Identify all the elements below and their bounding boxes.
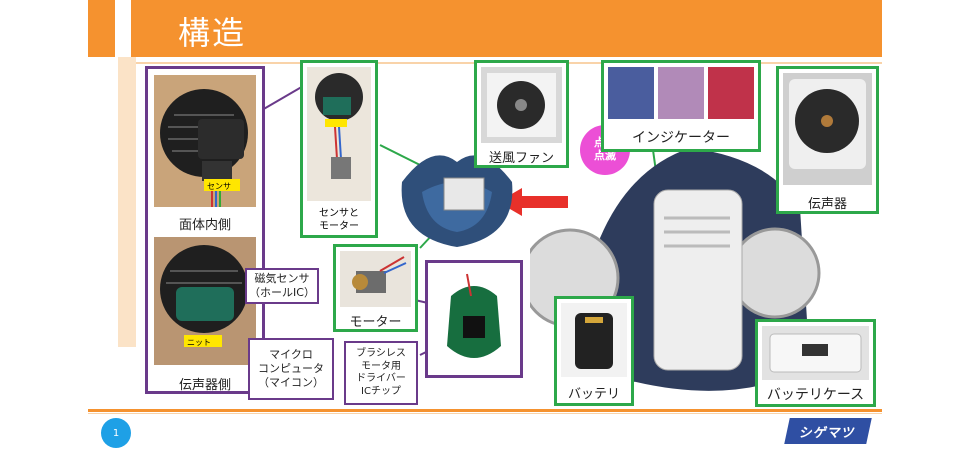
blower-fan-label: 送風ファン bbox=[488, 151, 554, 166]
sensor-tag: センサ bbox=[207, 182, 231, 191]
face-mask-image bbox=[401, 155, 513, 247]
face-inside-label: 面体内側 bbox=[178, 218, 231, 233]
footer-line-thin bbox=[88, 413, 882, 414]
company-logo: シゲマツ bbox=[784, 418, 872, 444]
header-band bbox=[88, 0, 882, 57]
indicator-photo-1 bbox=[608, 67, 654, 119]
speaker-label: 伝声器 bbox=[807, 197, 847, 212]
battery-label: バッテリ bbox=[567, 387, 620, 402]
microcomputer-callout: マイクロ コンピュータ （マイコン） bbox=[248, 338, 334, 400]
fan-grill-icon: センサ bbox=[160, 89, 248, 207]
motor-photo bbox=[340, 251, 411, 307]
driver-ic-photo bbox=[431, 266, 517, 372]
battery-case-group: バッテリケース bbox=[755, 319, 876, 407]
blower-fan-photo bbox=[481, 67, 562, 143]
slide-title: 構造 bbox=[178, 14, 247, 52]
speaker-side-label: 伝声器側 bbox=[178, 378, 231, 393]
sensor-motor-photo bbox=[307, 67, 371, 201]
page-number-badge: 1 bbox=[101, 418, 131, 448]
circuit-board bbox=[176, 287, 234, 321]
ic-chip-icon bbox=[463, 316, 485, 338]
left-accent-bar bbox=[118, 57, 136, 347]
indicator-photo-2 bbox=[658, 67, 704, 119]
indicator-photo-3 bbox=[708, 67, 754, 119]
face-inside-group: センサ 面体内側 ニット 伝声器側 bbox=[145, 66, 265, 394]
brushless-driver-callout: ブラシレス モータ用 ドライバー ICチップ bbox=[344, 341, 418, 405]
battery-case-label: バッテリケース bbox=[766, 387, 865, 403]
motor-group: モーター bbox=[333, 244, 418, 332]
battery-photo bbox=[561, 303, 627, 377]
nitto-tag: ニット bbox=[187, 338, 211, 347]
indicator-group: インジケーター bbox=[601, 60, 761, 152]
magnetic-sensor-callout: 磁気センサ （ホールIC） bbox=[245, 268, 319, 304]
sensor-motor-label: センサと モーター bbox=[319, 208, 359, 232]
header-gap bbox=[115, 0, 131, 57]
sensor-motor-group: センサと モーター bbox=[300, 60, 378, 238]
battery-group: バッテリ bbox=[554, 296, 634, 406]
indicator-label: インジケーター bbox=[632, 130, 730, 146]
motor-label: モーター bbox=[349, 315, 402, 330]
speaker-photo bbox=[783, 73, 872, 185]
speaker-group: 伝声器 bbox=[776, 66, 879, 214]
battery-icon bbox=[575, 313, 613, 369]
blower-fan-group: 送風ファン bbox=[474, 60, 569, 168]
battery-case-photo bbox=[762, 326, 869, 380]
face-inside-photo: センサ bbox=[154, 75, 256, 207]
speaker-side-photo: ニット bbox=[154, 237, 256, 365]
driver-ic-group bbox=[425, 260, 523, 378]
footer-line bbox=[88, 409, 882, 412]
